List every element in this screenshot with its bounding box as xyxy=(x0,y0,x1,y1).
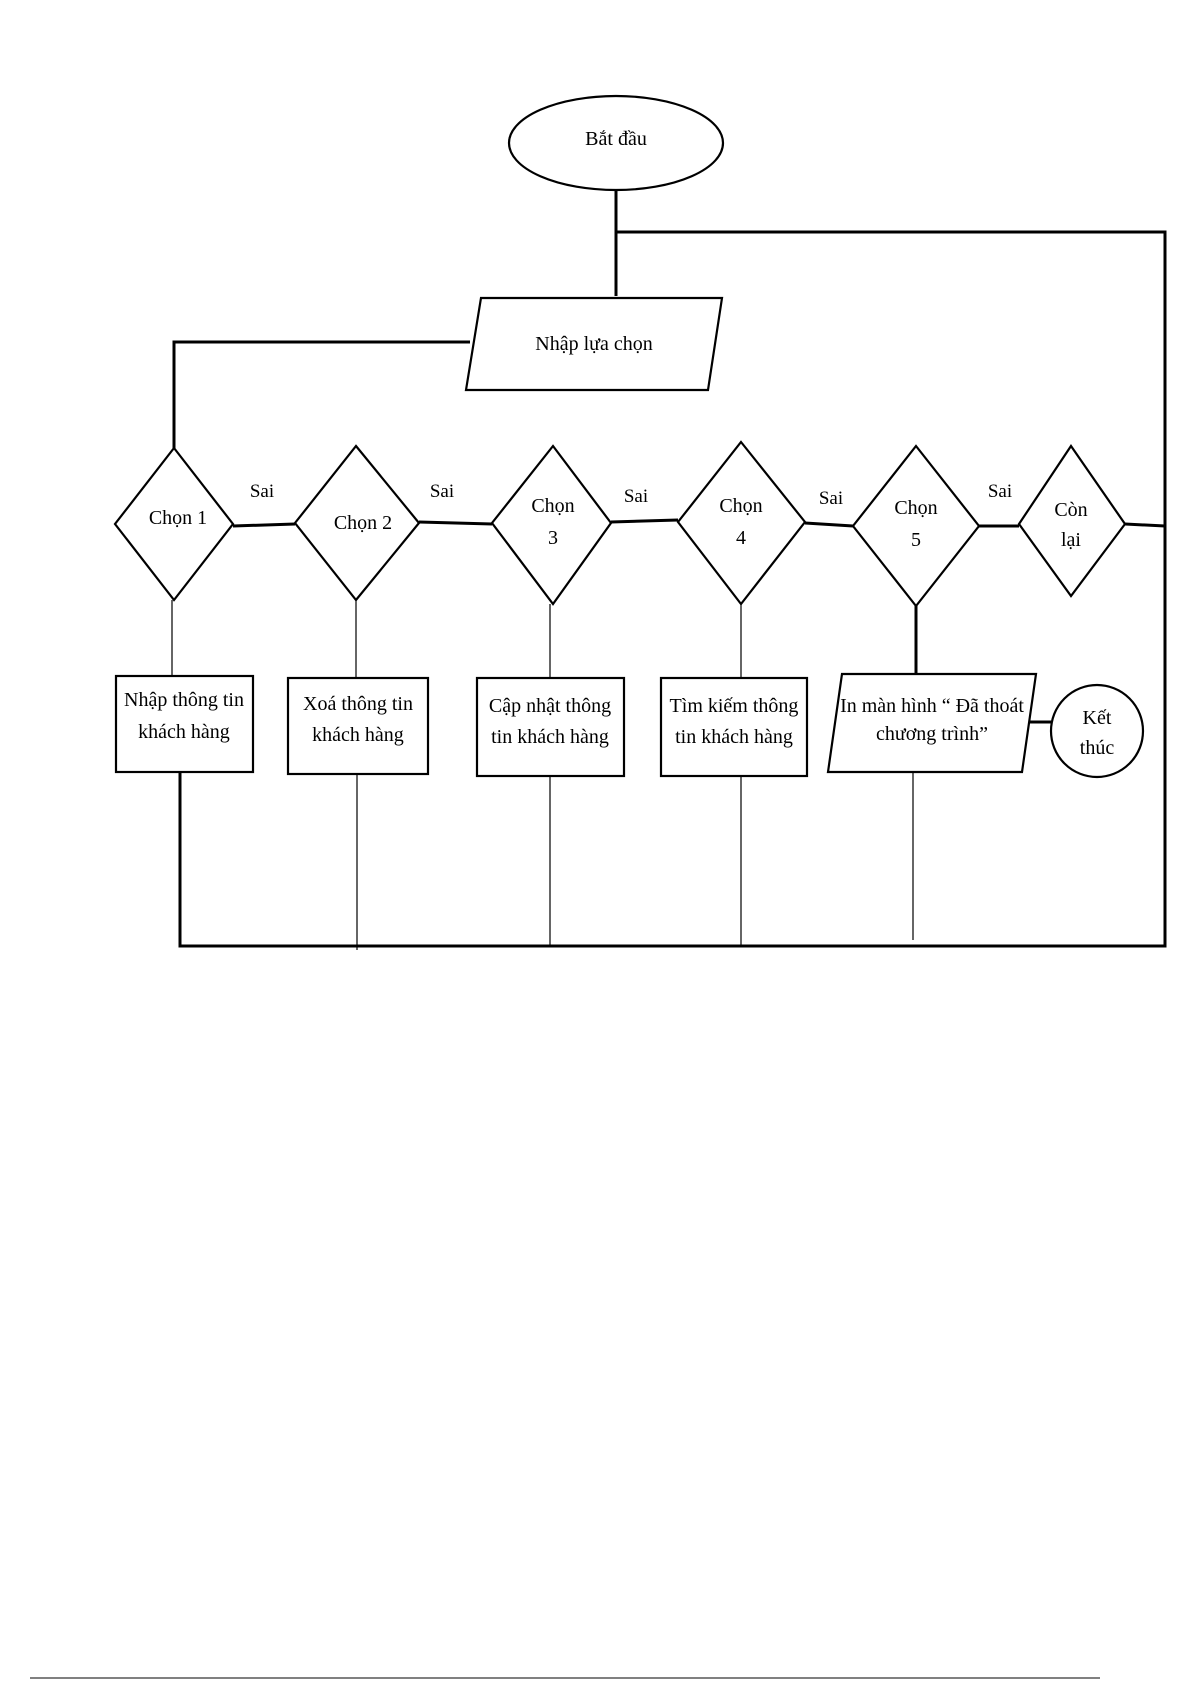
decision-other: Còn lại xyxy=(1019,446,1125,596)
decision-5-label: Chọn xyxy=(894,497,937,519)
decision-4: Chọn 4 xyxy=(678,442,805,604)
end-terminal: Kết thúc xyxy=(1051,685,1143,777)
process-add-customer: Nhập thông tin khách hàng xyxy=(116,676,253,772)
end-line1: Kết xyxy=(1083,707,1112,729)
edge-label-sai-2: Sai xyxy=(430,481,454,502)
end-line2: thúc xyxy=(1080,737,1115,759)
process-3-line1: Cập nhật thông xyxy=(489,695,611,717)
process-1-line1: Nhập thông tin xyxy=(124,689,244,711)
decision-3-label: Chọn xyxy=(531,495,574,517)
process-4-line2: tin khách hàng xyxy=(675,726,793,748)
input-node: Nhập lựa chọn xyxy=(466,298,722,390)
process-2-line2: khách hàng xyxy=(312,724,404,746)
process-3-line2: tin khách hàng xyxy=(491,726,609,748)
decision-4-label: Chọn xyxy=(719,495,762,517)
decision-3: Chọn 3 xyxy=(492,446,611,604)
process-1-line2: khách hàng xyxy=(138,721,230,743)
output-line2: chương trình” xyxy=(876,723,988,745)
process-search-customer: Tìm kiếm thông tin khách hàng xyxy=(661,678,807,776)
decision-2-label: Chọn 2 xyxy=(334,512,392,534)
output-line1: In màn hình “ Đã thoát xyxy=(840,695,1024,717)
decision-3-sublabel: 3 xyxy=(548,527,558,549)
input-label: Nhập lựa chọn xyxy=(535,333,652,355)
process-2-line1: Xoá thông tin xyxy=(303,693,413,715)
decision-5-sublabel: 5 xyxy=(911,529,921,551)
decision-other-sublabel: lại xyxy=(1061,529,1081,551)
process-update-customer: Cập nhật thông tin khách hàng xyxy=(477,678,624,776)
decision-2: Chọn 2 xyxy=(295,446,419,600)
decision-other-label: Còn xyxy=(1054,499,1087,521)
process-delete-customer: Xoá thông tin khách hàng xyxy=(288,678,428,774)
decision-1-label: Chọn 1 xyxy=(149,507,207,529)
edge-label-sai-1: Sai xyxy=(250,481,274,502)
edge-label-sai-3: Sai xyxy=(624,486,648,507)
process-4-line1: Tìm kiếm thông xyxy=(670,695,799,717)
edge-label-sai-5: Sai xyxy=(988,481,1012,502)
output-node: In màn hình “ Đã thoát chương trình” xyxy=(828,674,1036,772)
start-terminal: Bắt đầu xyxy=(509,96,723,190)
decision-4-sublabel: 4 xyxy=(736,527,746,549)
edge-label-sai-4: Sai xyxy=(819,488,843,509)
decision-1: Chọn 1 xyxy=(115,448,233,600)
decision-5: Chọn 5 xyxy=(853,446,979,606)
start-label: Bắt đầu xyxy=(585,128,647,150)
